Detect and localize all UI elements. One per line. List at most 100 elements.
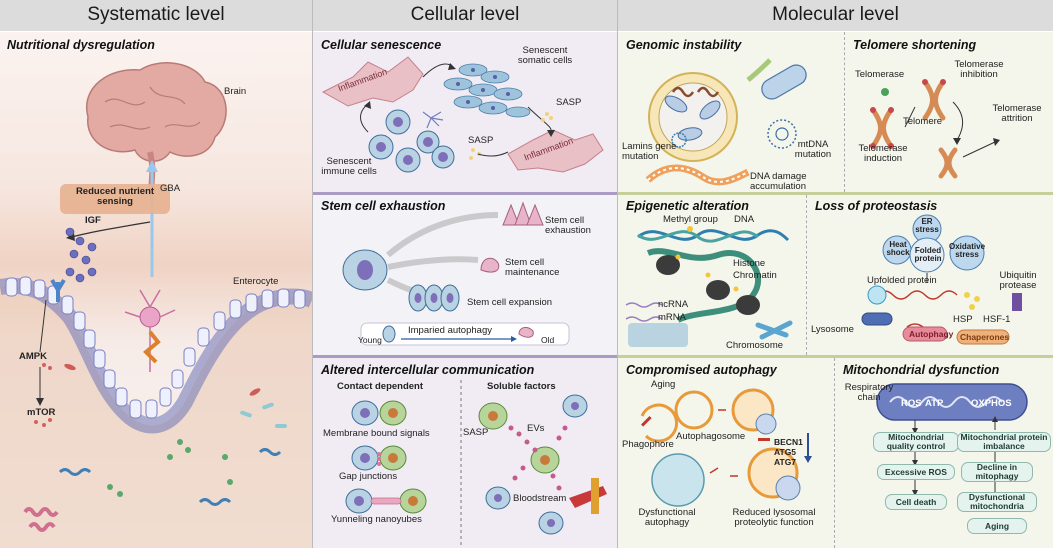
autophagosome-label: Autophagosome [676, 431, 746, 442]
divider-mol-v1 [844, 32, 845, 192]
telomerase-induction-label: Telomerase induction [858, 143, 908, 164]
histone-label: Histone [733, 258, 766, 269]
nutritional-dysregulation-title: Nutritional dysregulation [7, 38, 155, 52]
divider-mol-2 [618, 355, 1053, 358]
header-bar-molecular [618, 0, 1053, 31]
igf-label: IGF [85, 215, 101, 226]
ampk-label: AMPK [19, 351, 47, 362]
telomere-illustration [870, 79, 1000, 179]
oxphos-label: OXPHOS [971, 398, 1012, 409]
genomic-instability-title: Genomic instability [626, 38, 742, 52]
autophagy-protein-label: Autophagy [909, 329, 954, 339]
senescence-illustration [321, 56, 604, 173]
atg7-label: ATG7 [774, 457, 797, 467]
senescent-somatic-label: Senescent somatic cells [517, 45, 573, 66]
autophagy-aging-label: Aging [651, 379, 676, 390]
reduced-lysosomal-label: Reduced lysosomal proteolytic function [732, 507, 816, 528]
stem-exhaustion-label: Stem cell exhaustion [545, 215, 591, 236]
proteostasis-panel: Loss of proteostasis ER stress Heat shoc… [807, 195, 1053, 355]
mrna-label: mRNA [658, 312, 686, 323]
stem-cell-exhaustion-title: Stem cell exhaustion [321, 199, 446, 213]
protein-imbalance-box: Mitochondrial protein imbalance [957, 432, 1051, 452]
divider-cell-1 [313, 192, 617, 195]
mtor-label: mTOR [27, 407, 56, 418]
header-bar-systematic [0, 0, 312, 31]
dna-damage-label: DNA damage accumulation [750, 171, 807, 192]
autophagy-illustration [640, 388, 812, 507]
epigenetic-alteration-title: Epigenetic alteration [626, 199, 749, 213]
chaperones-label: Chaperones [960, 332, 1010, 342]
intercellular-title: Altered intercellular communication [321, 363, 535, 377]
hsf1-label: HSF-1 [983, 314, 1011, 325]
sasp-left-label: SASP [468, 135, 494, 146]
mtdna-label: mtDNA mutation [794, 139, 832, 160]
cell-death-box: Cell death [885, 494, 947, 510]
column-separator-2 [617, 0, 618, 548]
decline-mitophagy-box: Decline in mitophagy [961, 462, 1033, 482]
young-label: Young [358, 335, 382, 345]
telomere-panel: Telomere shortening Telomerase Telomeras… [845, 32, 1053, 192]
genomic-illustration [645, 58, 807, 186]
divider-cell-2 [313, 355, 617, 358]
epigenetic-illustration [625, 226, 793, 347]
stem-maintenance-label: Stem cell maintenance [505, 257, 560, 278]
chromosome-label: Chromosome [726, 340, 784, 351]
column-header-molecular: Molecular level [772, 4, 899, 25]
brain-label: Brain [224, 86, 247, 97]
telomerase-label: Telomerase [855, 69, 905, 80]
telomerase-inhibition-label: Telomerase inhibition [954, 59, 1004, 80]
cellular-senescence-panel: Cellular senescence Senescent somatic ce… [313, 32, 617, 192]
enterocyte-label: Enterocyte [233, 276, 279, 287]
dna-label: DNA [734, 214, 755, 225]
reduced-nutrient-sensing-label: Reduced nutrient sensing [75, 186, 155, 207]
divider-mol-v3 [834, 358, 835, 548]
telomere-shortening-title: Telomere shortening [853, 38, 977, 52]
cellular-senescence-title: Cellular senescence [321, 38, 442, 52]
divider-mol-v2 [806, 195, 807, 355]
sasp-right-label: SASP [556, 97, 582, 108]
ros-label: ROS [901, 398, 922, 409]
impaired-autophagy-label: Imparied autophagy [408, 325, 492, 336]
becn1-label: BECN1 [774, 437, 803, 447]
header-bar-cellular [313, 0, 617, 31]
stem-cell-panel: Stem cell exhaustion Stem cell exhaustio… [313, 195, 617, 355]
evs-label: EVs [527, 423, 545, 434]
folded-protein-label: Folded protein [914, 246, 942, 264]
genomic-panel: Genomic instability Lamins gene mutation… [618, 32, 844, 192]
column-header-cellular: Cellular level [410, 4, 520, 25]
intercellular-illustration [345, 380, 607, 546]
systematic-illustration [0, 62, 312, 548]
gap-junctions-label: Gap junctions [339, 471, 398, 482]
oxidative-stress-label: Oxidative stress [949, 242, 986, 260]
compromised-autophagy-title: Compromised autophagy [626, 363, 777, 377]
mito-panel: Mitochondrial dysfunction Respiratory ch… [835, 358, 1053, 548]
mitochondrial-dysfunction-title: Mitochondrial dysfunction [843, 363, 1000, 377]
chromatin-label: Chromatin [733, 270, 777, 281]
er-stress-label: ER stress [915, 217, 939, 235]
respiratory-chain-label: Respiratory chain [844, 382, 894, 403]
gba-label: GBA [160, 183, 181, 194]
tunneling-label: Yunneling nanoyubes [331, 514, 422, 525]
atg5-label: ATG5 [774, 447, 797, 457]
excessive-ros-box: Excessive ROS [877, 464, 955, 480]
contact-dependent-label: Contact dependent [337, 381, 424, 392]
dysfunctional-autophagy-label: Dysfunctional autophagy [638, 507, 696, 528]
telomerase-attrition-label: Telomerase attrition [992, 103, 1042, 124]
ncrna-label: ncRNA [658, 299, 689, 310]
column-header-systematic: Systematic level [87, 4, 225, 25]
sasp-label: SASP [463, 427, 489, 438]
membrane-signals-label: Membrane bound signals [323, 428, 430, 439]
upfolded-protein-label: Upfolded protein [867, 275, 937, 286]
mito-aging-box: Aging [967, 518, 1027, 534]
atp-label: ATP [925, 398, 944, 409]
systematic-panel: Nutritional dysregulation Brain GBA Redu… [0, 32, 312, 548]
ubiquitin-protease-label: Ubiquitin protease [999, 270, 1037, 291]
proteostasis-illustration [861, 214, 1022, 345]
quality-control-box: Mitochondrial quality control [873, 432, 959, 452]
bloodstream-label: Bloodstream [513, 493, 567, 504]
heat-shock-label: Heat shock [886, 240, 910, 258]
column-separator-1 [312, 0, 313, 548]
phagophore-label: Phagophore [622, 439, 674, 450]
telomere-label: Telomere [903, 116, 943, 127]
intercellular-panel: Altered intercellular communication Cont… [313, 358, 617, 548]
